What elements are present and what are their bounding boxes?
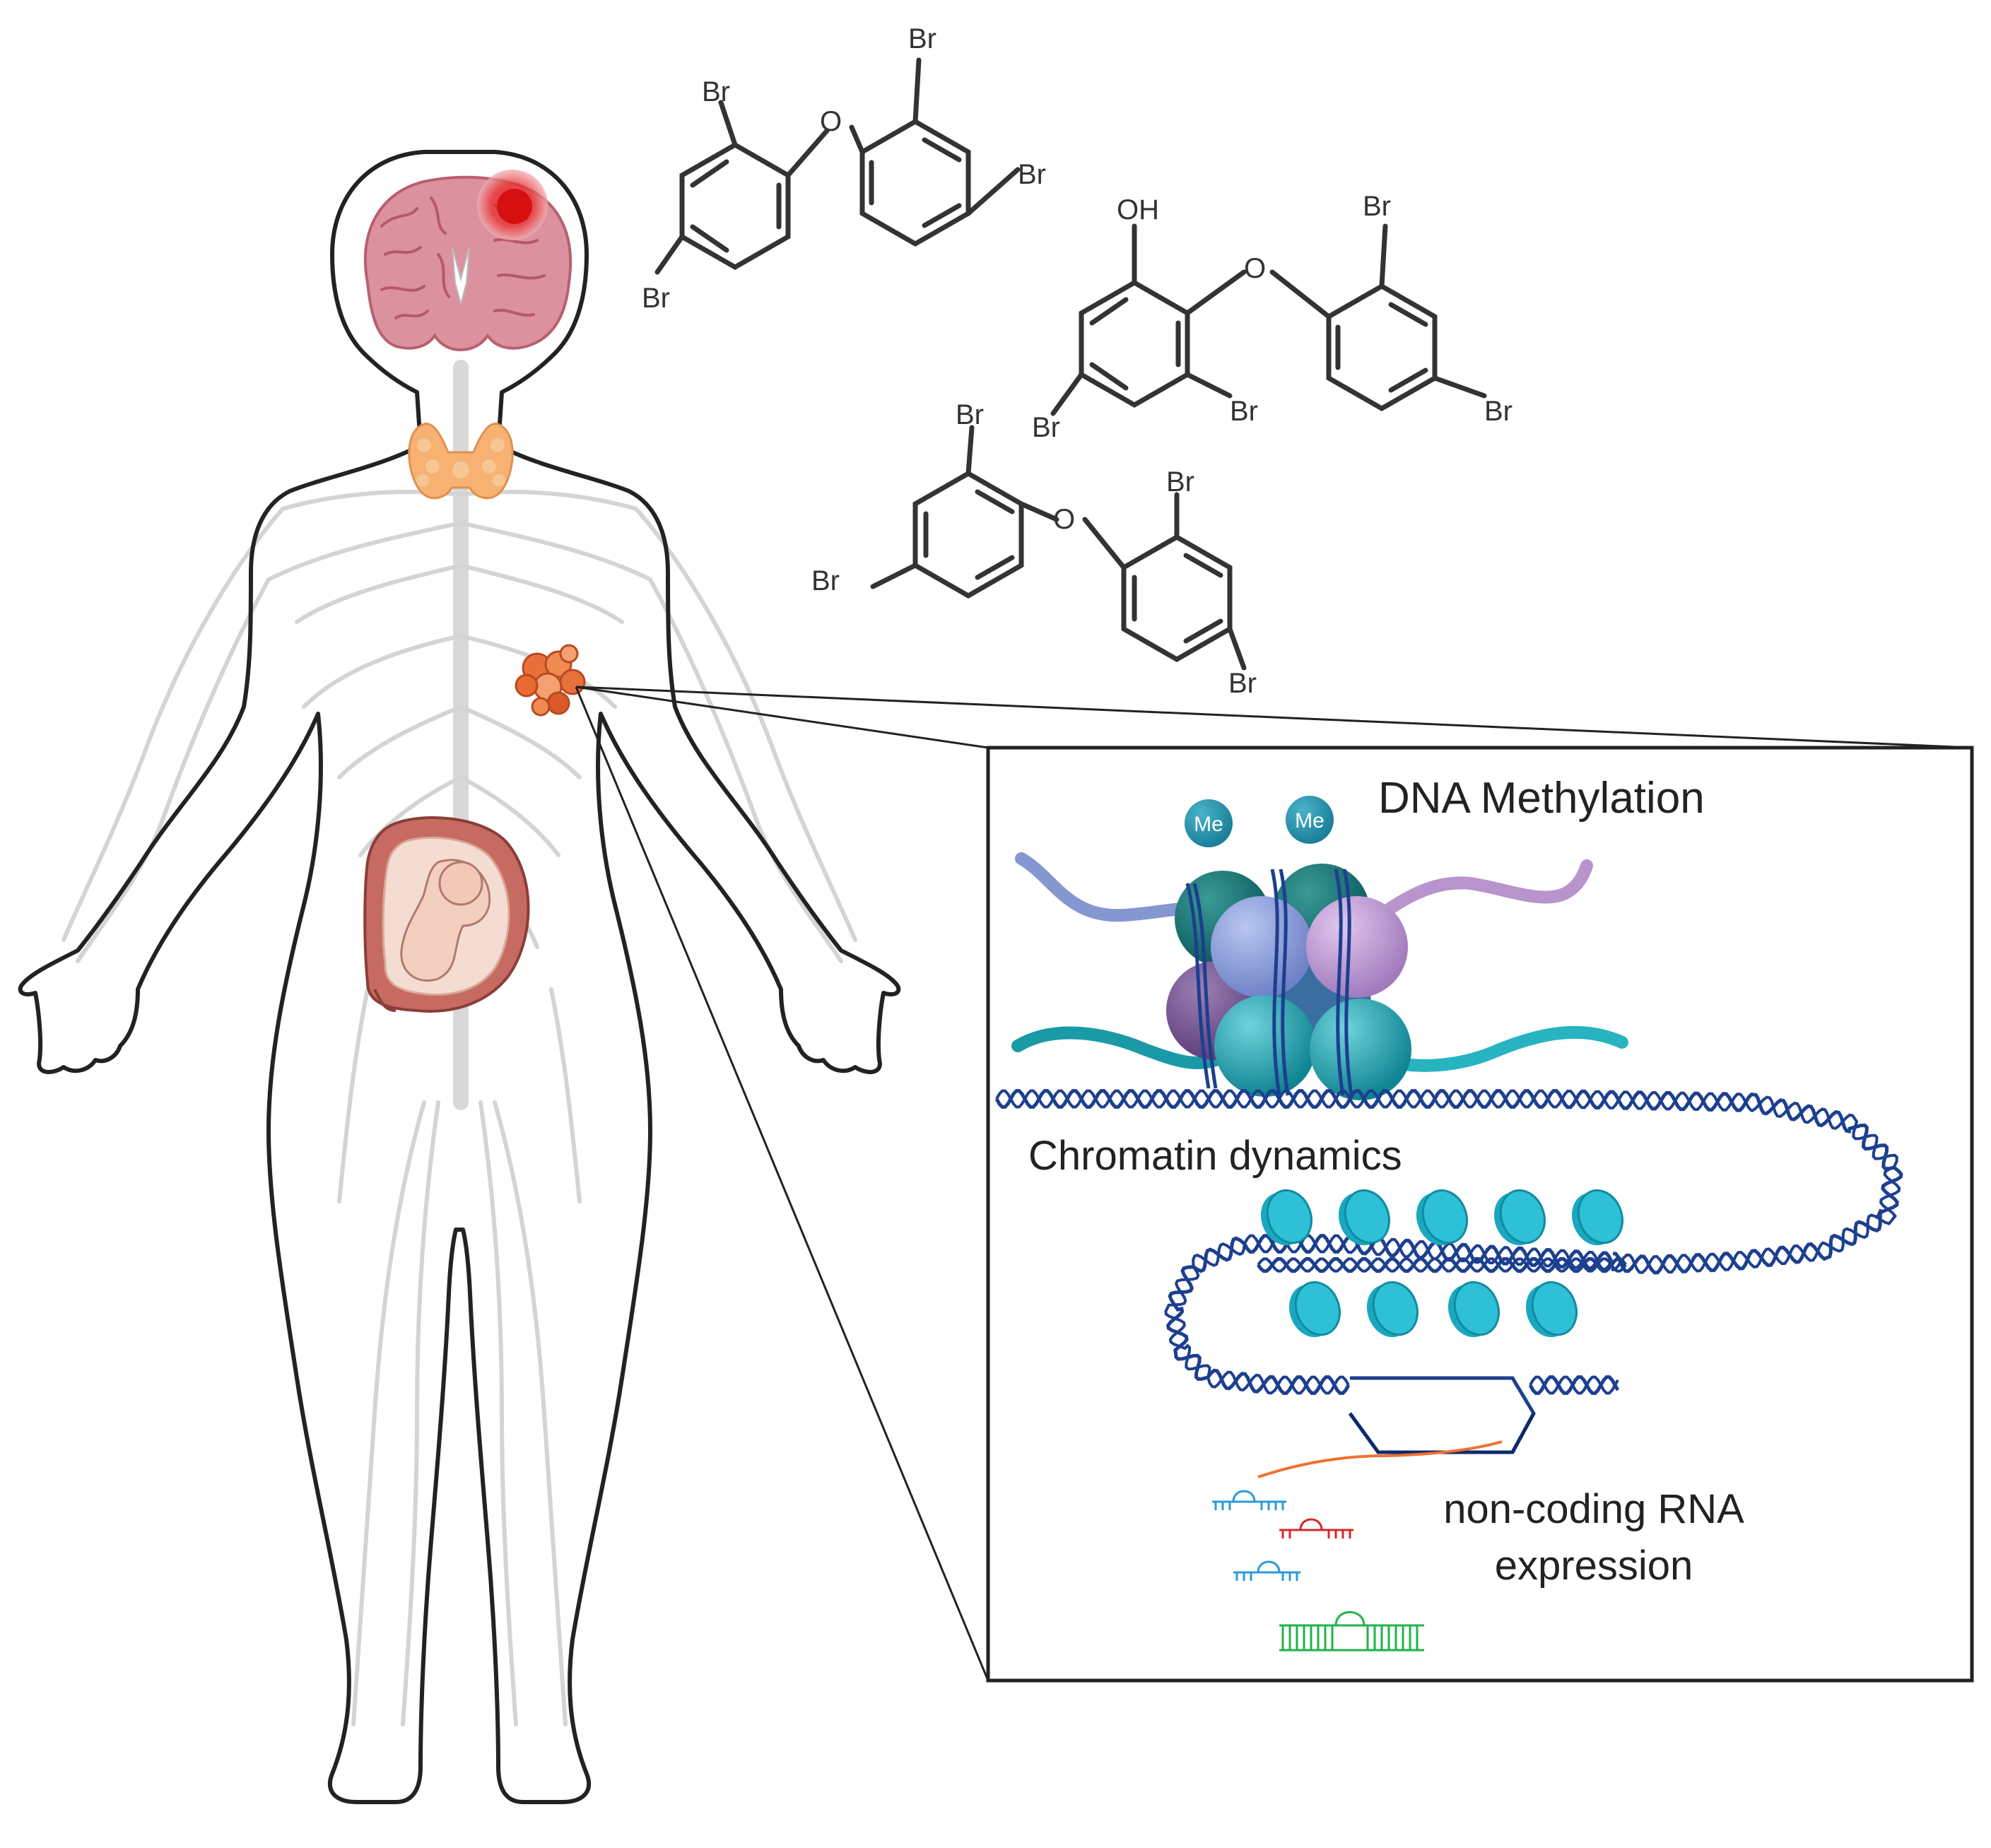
methyl-tag-2-label: Me: [1295, 809, 1325, 832]
histone-purple: [1306, 896, 1408, 998]
epigenetics-inset: DNA Methylation Chromatin dynamics non-c…: [986, 746, 1974, 1683]
mol2-hydroxyl: OH: [1117, 194, 1159, 225]
mol2-br-ortho-right: Br: [1363, 191, 1391, 222]
mol2-br-para-right: Br: [1484, 396, 1513, 427]
ncrna-blue-2: [1233, 1560, 1300, 1581]
mol1-br-ortho-right: Br: [908, 23, 936, 54]
mol3-br-para-right: Br: [1228, 668, 1257, 699]
ncrna-label-line1: non-coding RNA: [1443, 1486, 1744, 1532]
mol2-br-meta-left: Br: [1032, 412, 1060, 443]
molecule-2: [1050, 223, 1487, 416]
rna-transcript: [1257, 1440, 1503, 1478]
histone-blue: [1211, 896, 1312, 998]
brain-lesion: [497, 189, 532, 224]
mol2-br-ortho-left: Br: [1230, 396, 1258, 427]
methyl-tag-1-label: Me: [1194, 813, 1223, 836]
mol3-br-ortho-left: Br: [956, 399, 984, 430]
ncrna-red: [1279, 1518, 1353, 1538]
methyl-tag-1: [1185, 799, 1233, 847]
mol3-br-ortho-right: Br: [1166, 466, 1194, 498]
methyl-tag-2: [1286, 796, 1334, 844]
molecule-1: [654, 57, 1021, 275]
human-body: [18, 150, 901, 1804]
inset-frame: [986, 746, 1974, 1683]
dna-upper-loop-strand-2: [995, 1089, 1901, 1274]
body-outline: [18, 150, 901, 1804]
non-coding-rnas: [1212, 1490, 1424, 1652]
chromatin-beads: [1260, 1189, 1623, 1338]
nucleosome: Me Me: [1166, 796, 1411, 1100]
dna-methylation-label: DNA Methylation: [1378, 774, 1705, 823]
ncrna-label-line2: expression: [1495, 1543, 1693, 1589]
mol2-oxygen: O: [1244, 253, 1266, 284]
mol1-oxygen: O: [820, 106, 842, 137]
zoom-connector-lines: [575, 685, 1973, 1681]
thyroid: [408, 423, 514, 500]
dna-bead-link-strand-2: [1257, 1257, 1627, 1273]
mol1-br-para-left: Br: [642, 283, 670, 314]
dna-upper-loop-strand-1: [994, 1089, 1903, 1275]
dna-exit-strand-2: [1529, 1375, 1619, 1395]
histone-teal-1: [1214, 995, 1316, 1097]
histone-teal-2: [1310, 999, 1411, 1100]
mol1-br-ortho: Br: [702, 76, 730, 107]
ncrna-blue-1: [1212, 1490, 1286, 1510]
dna-double-helix: [994, 1089, 1903, 1395]
nervous-system: [61, 360, 857, 1726]
ncrna-green: [1279, 1611, 1424, 1652]
uterus-with-fetus: [363, 816, 530, 1013]
dna-lower-loop-strand-1: [1166, 1234, 1614, 1395]
mol3-br-para-left: Br: [811, 565, 840, 596]
chromatin-dynamics-label: Chromatin dynamics: [1028, 1133, 1402, 1179]
molecule-3: [870, 425, 1247, 671]
dna-lower-loop-strand-2: [1164, 1234, 1613, 1395]
brain: [363, 170, 572, 352]
mol3-oxygen: O: [1053, 504, 1075, 535]
mol1-br-para-right: Br: [1018, 159, 1046, 190]
